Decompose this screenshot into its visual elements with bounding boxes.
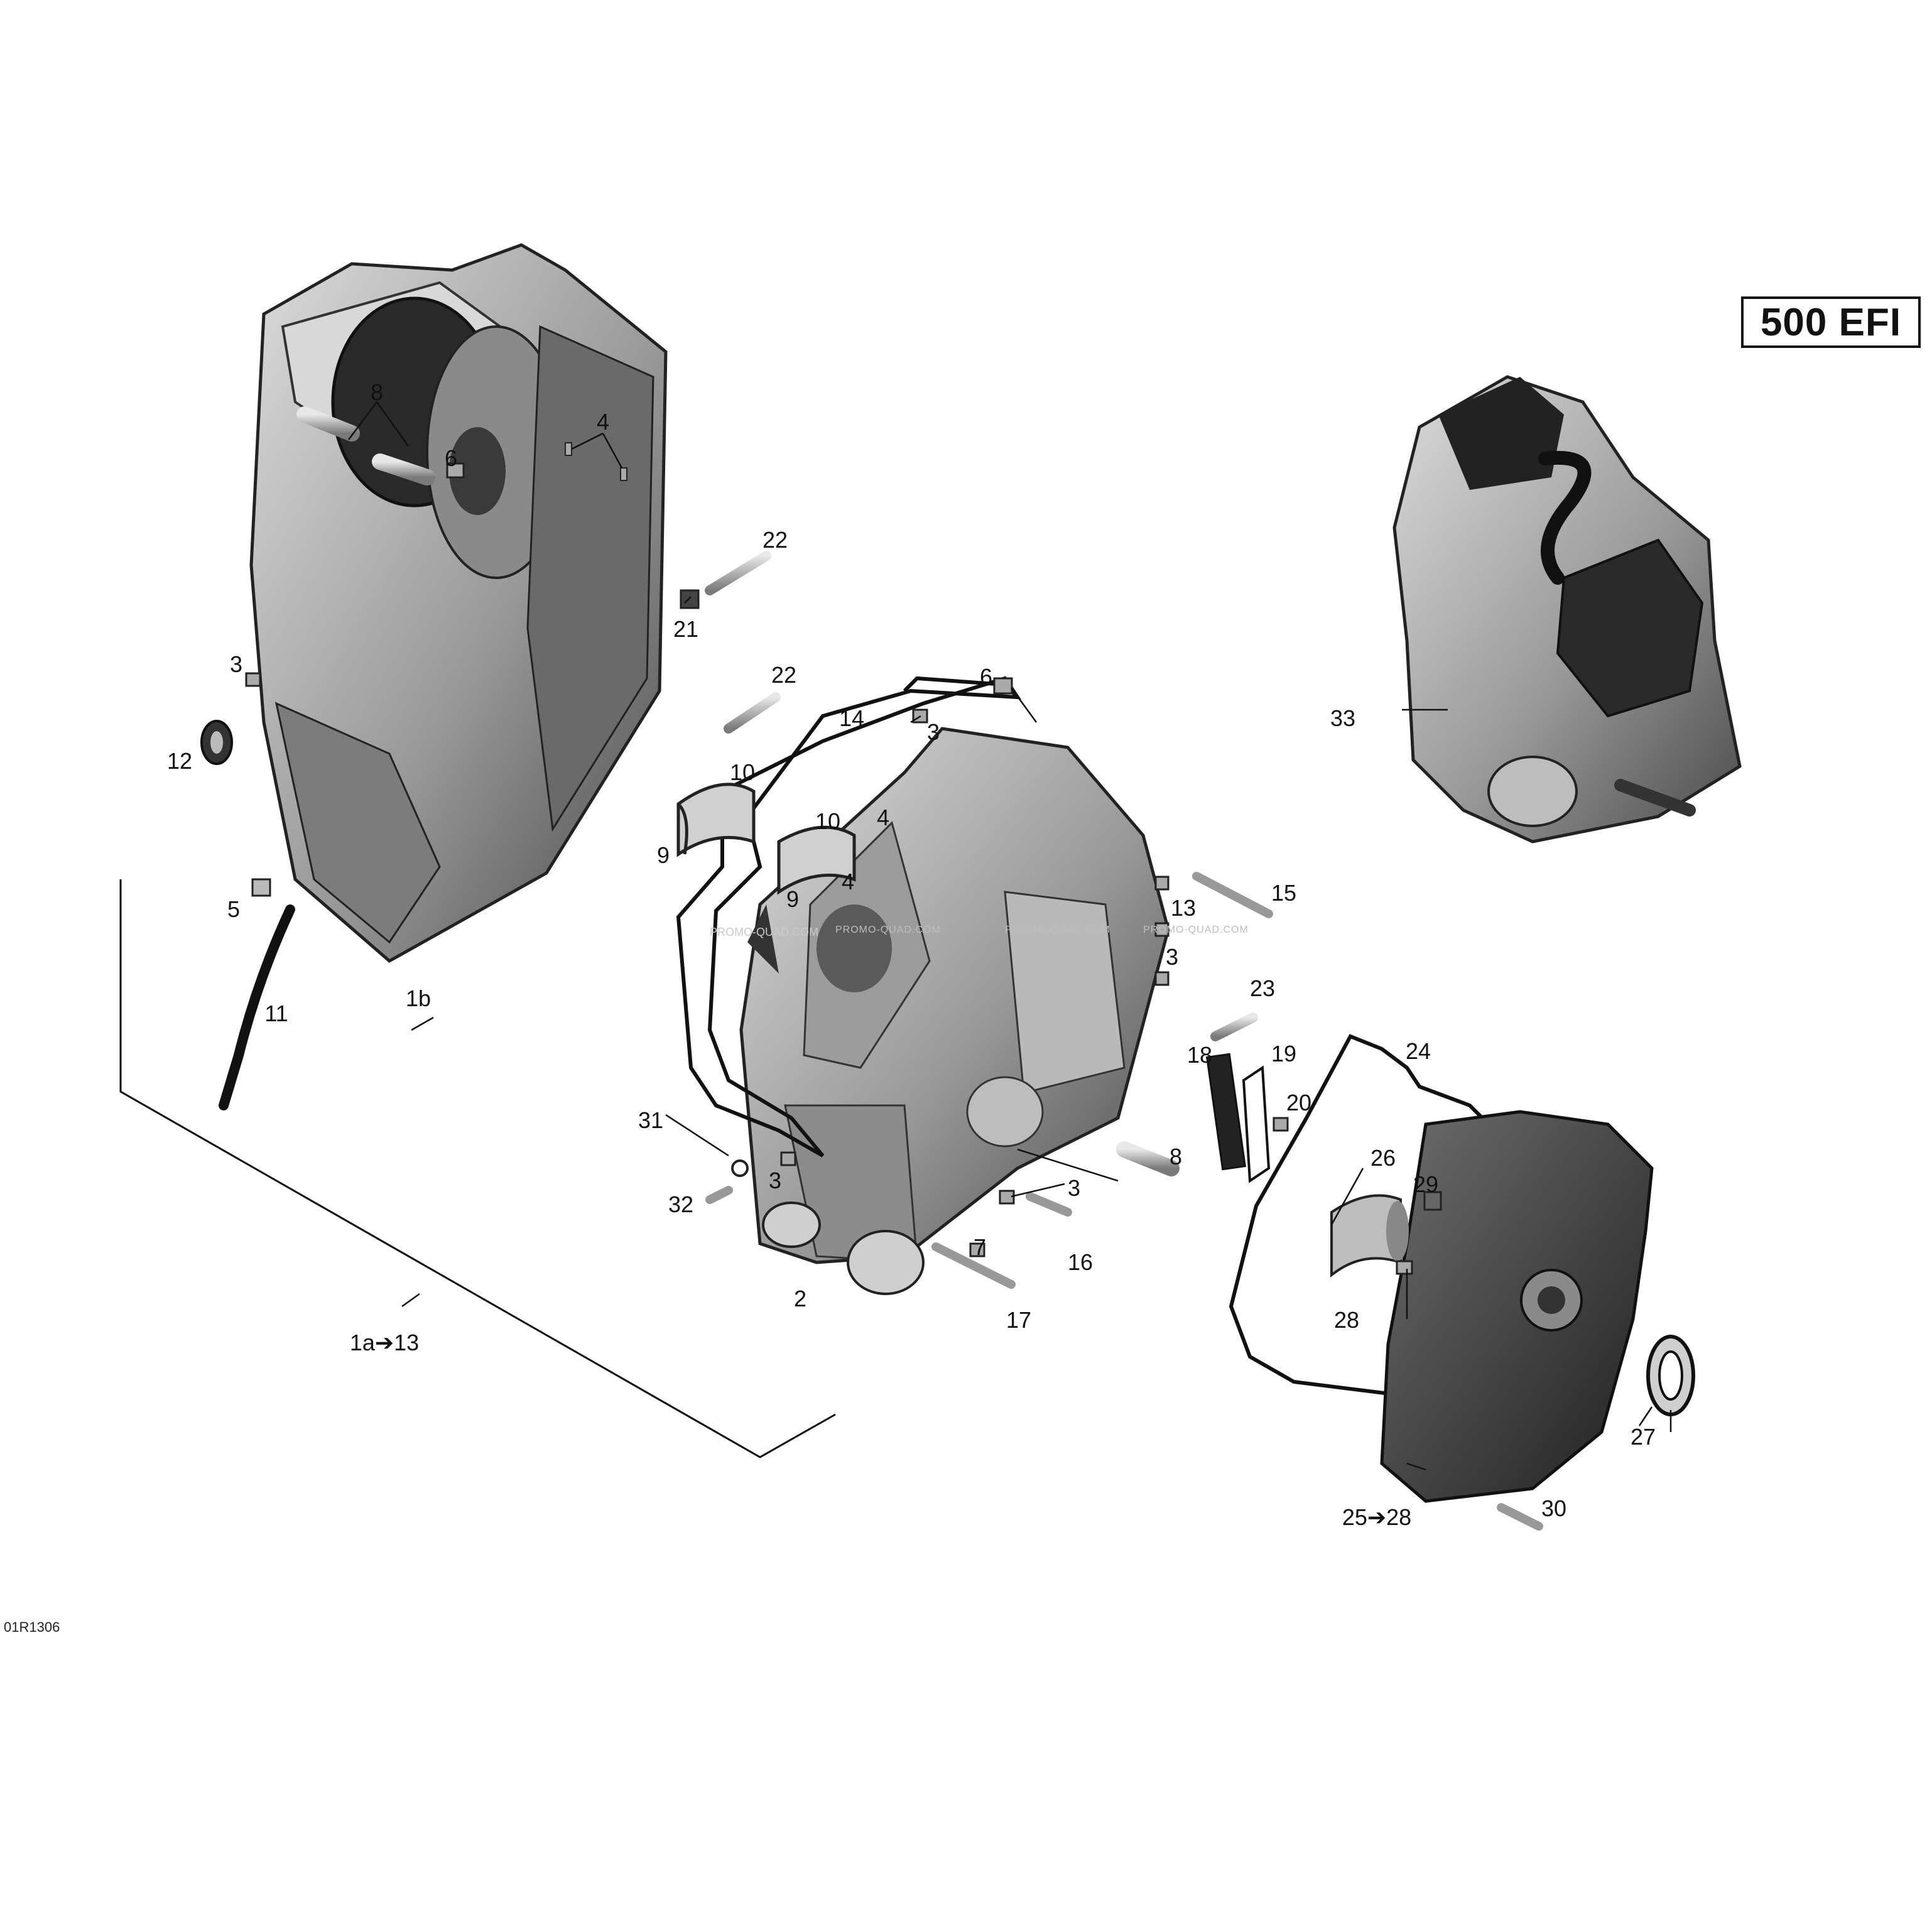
oil-seal-12 bbox=[200, 720, 233, 765]
watermark-1: PROMO-QUAD.COM bbox=[710, 926, 818, 938]
callout-9a: 9 bbox=[656, 842, 670, 868]
callout-21: 21 bbox=[673, 616, 699, 642]
watermark-text: PROMO-QUAD.COM bbox=[835, 925, 941, 935]
callout-16: 16 bbox=[1067, 1249, 1094, 1275]
strainer-gasket-19 bbox=[1242, 1065, 1271, 1183]
callout-5: 5 bbox=[227, 896, 241, 922]
small-dowels bbox=[245, 442, 1442, 1275]
callout-11: 11 bbox=[264, 1001, 288, 1026]
callout-7: 7 bbox=[973, 1234, 987, 1260]
studs-22 bbox=[705, 551, 1258, 1041]
model-badge: 500 EFI bbox=[1741, 296, 1921, 348]
kit-bracket bbox=[119, 879, 836, 1458]
callout-3c: 3 bbox=[1165, 944, 1179, 970]
figure-code: 01R1306 bbox=[4, 1619, 60, 1635]
callout-24: 24 bbox=[1405, 1038, 1431, 1064]
callout-31: 31 bbox=[638, 1107, 664, 1133]
callout-10b: 10 bbox=[815, 808, 841, 834]
callout-3d: 3 bbox=[1067, 1175, 1081, 1201]
callout-26: 26 bbox=[1370, 1145, 1396, 1171]
callout-9b: 9 bbox=[786, 886, 800, 912]
watermark-text-2: PROMO-QUAD.COM bbox=[1005, 925, 1110, 935]
callout-33: 33 bbox=[1330, 705, 1356, 731]
callout-4b: 4 bbox=[876, 805, 890, 830]
callout-19: 19 bbox=[1271, 1041, 1297, 1066]
callout-23: 23 bbox=[1249, 975, 1276, 1001]
callout-18: 18 bbox=[1186, 1042, 1213, 1068]
callout-3b: 3 bbox=[926, 719, 940, 745]
callout-6b: 6 bbox=[979, 664, 993, 690]
leader-lines bbox=[348, 401, 1672, 1471]
dowel-pins-8 bbox=[296, 406, 1180, 1176]
callout-17: 17 bbox=[1006, 1307, 1032, 1333]
complete-engine-33 bbox=[1392, 375, 1742, 844]
oil-seal-27 bbox=[1646, 1335, 1695, 1416]
callout-20: 20 bbox=[1286, 1090, 1312, 1115]
main-bearing-10a bbox=[676, 783, 756, 857]
callout-32: 32 bbox=[668, 1191, 694, 1217]
callout-22a: 22 bbox=[762, 527, 788, 553]
callout-4c: 4 bbox=[841, 869, 855, 894]
watermark-text-3: PROMO-QUAD.COM bbox=[1143, 925, 1249, 935]
callout-14: 14 bbox=[838, 705, 865, 731]
callout-8a: 8 bbox=[370, 379, 384, 405]
callout-8b: 8 bbox=[1169, 1144, 1183, 1170]
callout-3a: 3 bbox=[229, 651, 243, 677]
callout-1b: 1b bbox=[405, 985, 431, 1011]
crankcase-half-2 bbox=[739, 727, 1170, 1295]
callout-15: 15 bbox=[1271, 880, 1297, 906]
callout-29: 29 bbox=[1413, 1171, 1439, 1197]
callout-30: 30 bbox=[1541, 1495, 1567, 1521]
callout-25-28: 25➔28 bbox=[1342, 1504, 1412, 1530]
callout-12: 12 bbox=[166, 748, 193, 774]
callout-2: 2 bbox=[793, 1286, 807, 1311]
side-cover-25 bbox=[1380, 1110, 1654, 1503]
callout-3e: 3 bbox=[768, 1168, 782, 1193]
crankcase-half-1b bbox=[249, 243, 668, 963]
breather-hose-11 bbox=[219, 904, 295, 1110]
callout-4a: 4 bbox=[596, 409, 610, 435]
callout-27: 27 bbox=[1630, 1424, 1656, 1450]
callout-22b: 22 bbox=[771, 662, 797, 688]
main-bearing-10b bbox=[777, 825, 856, 895]
callout-28: 28 bbox=[1333, 1307, 1360, 1333]
strainer-18 bbox=[1205, 1053, 1247, 1171]
callout-1a-13: 1a➔13 bbox=[349, 1330, 420, 1355]
callout-13: 13 bbox=[1170, 895, 1197, 921]
callout-6a: 6 bbox=[444, 445, 458, 471]
callout-10a: 10 bbox=[729, 759, 756, 785]
bolts bbox=[705, 872, 1543, 1531]
